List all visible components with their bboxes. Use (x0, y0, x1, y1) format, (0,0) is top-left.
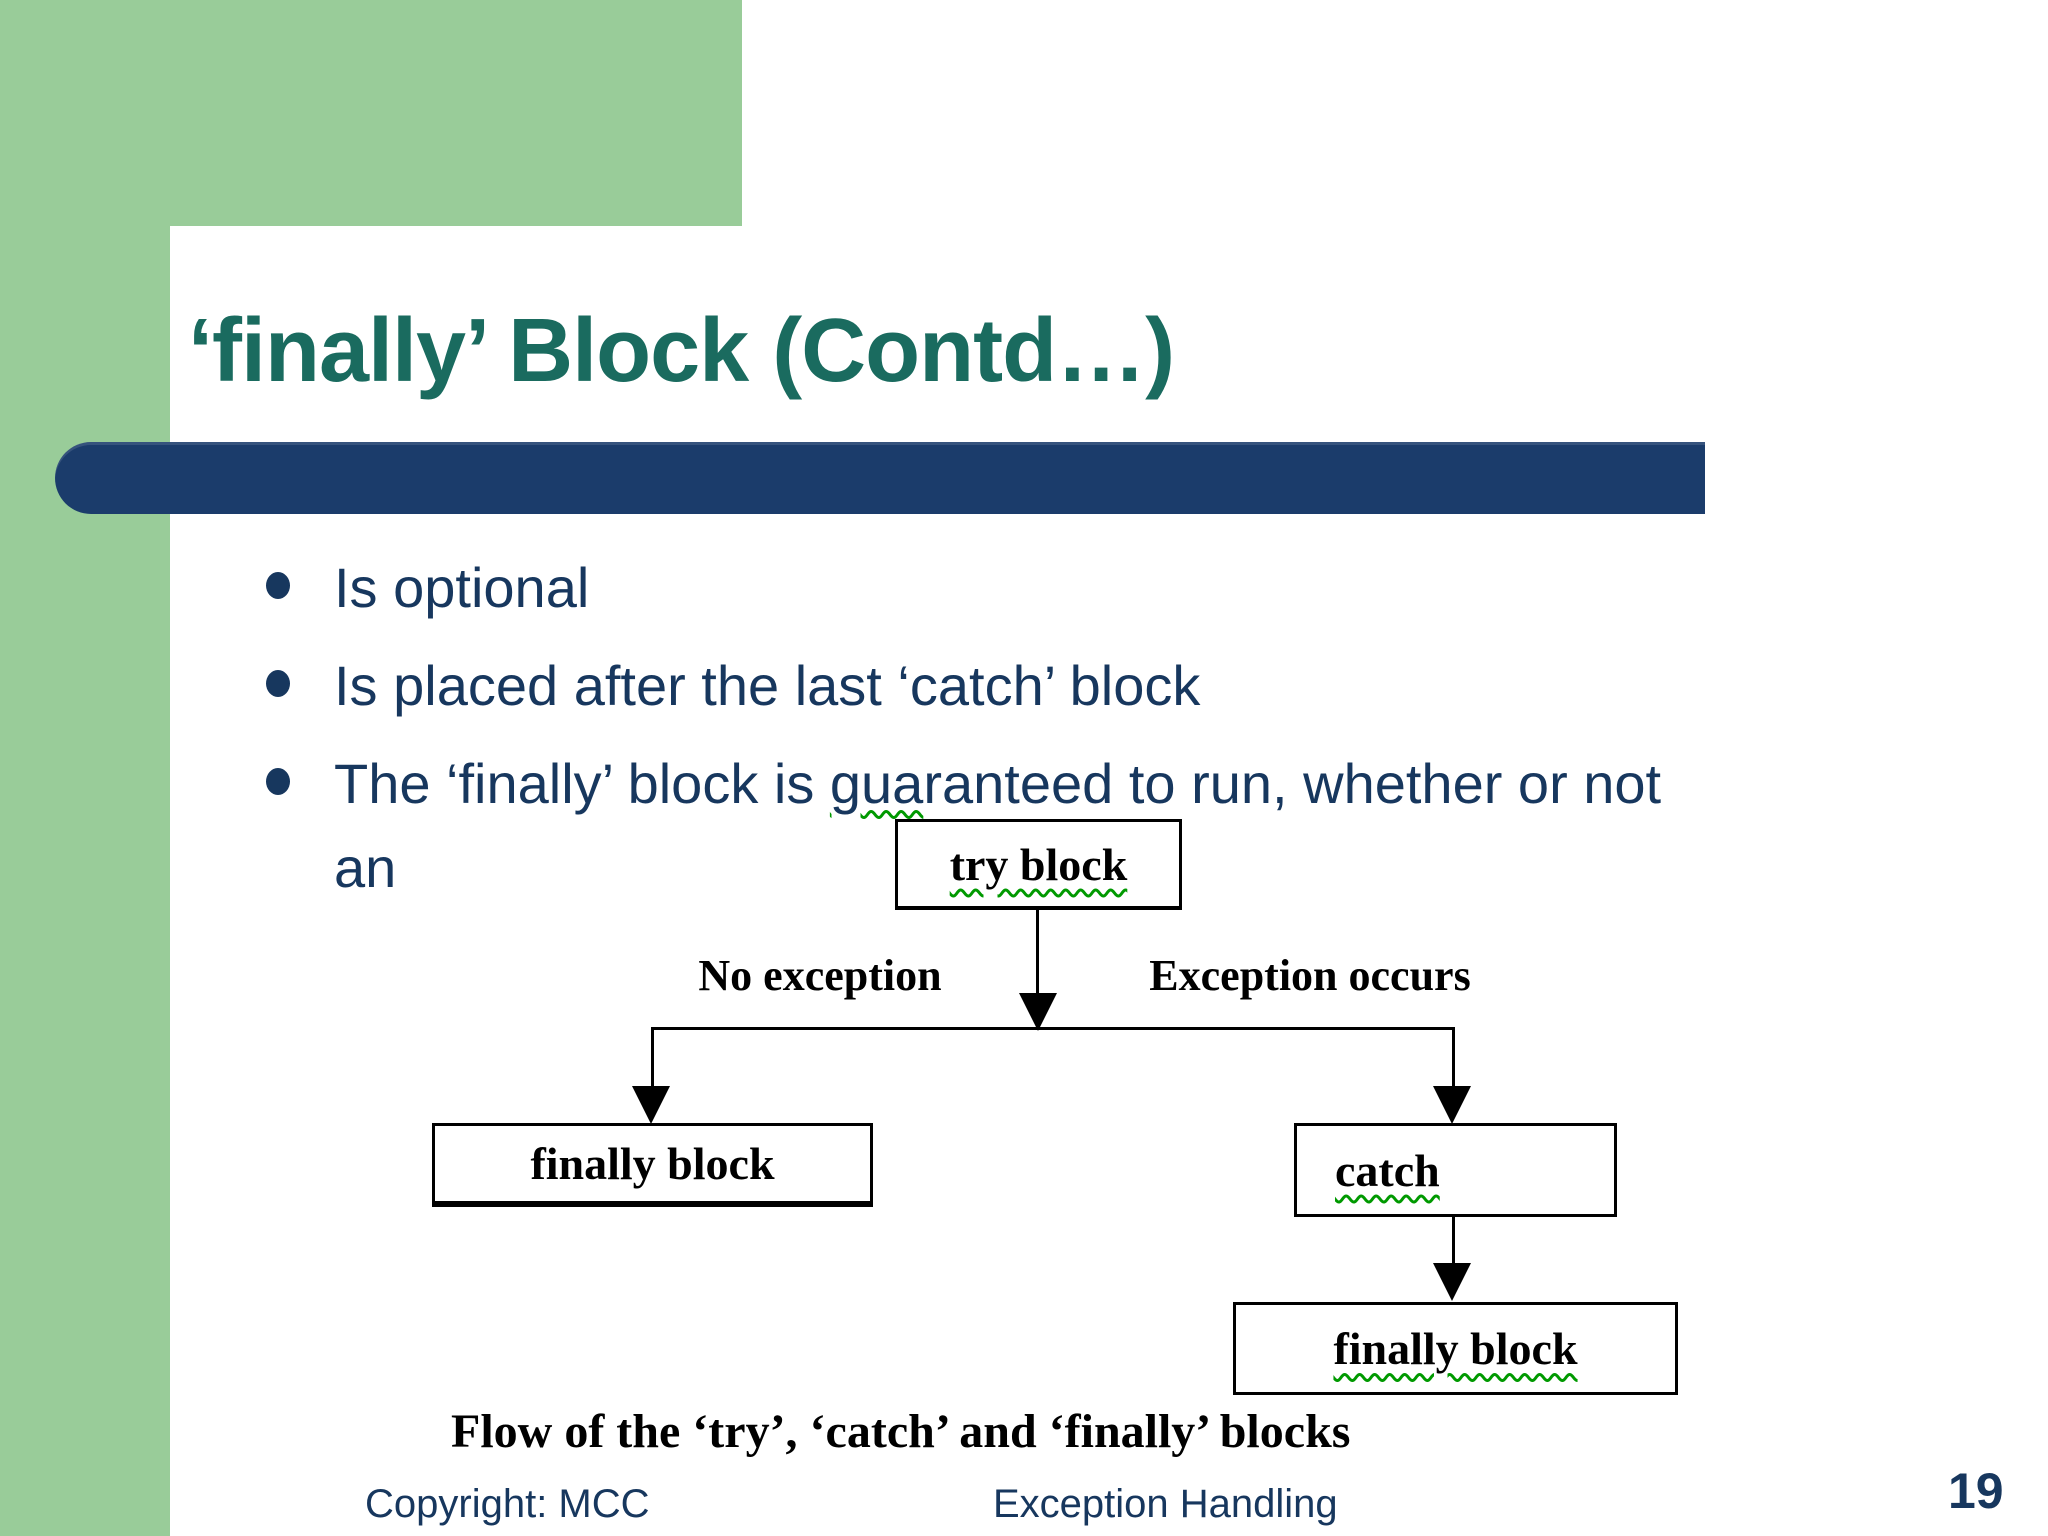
arrowhead-down-icon (632, 1086, 670, 1124)
page-title: ‘finally’ Block (Contd…) (188, 301, 1175, 401)
footer-copyright: Copyright: MCC (365, 1482, 650, 1526)
node-label: finally block (530, 1138, 775, 1189)
bullet-item-2: Is placed after the last ‘catch’ block (266, 644, 1200, 728)
arrowhead-down-icon (1019, 993, 1057, 1031)
bullet-icon (266, 572, 290, 599)
bullet-text-wrapped-line: an (334, 836, 397, 899)
node-label: catch (1335, 1144, 1440, 1196)
bullet-text-part: The ‘finally’ block is (334, 752, 830, 815)
bullet-icon (266, 670, 290, 697)
green-sidebar-shape (0, 0, 170, 1536)
bullet-item-1: Is optional (266, 546, 589, 630)
bullet-item-3: The ‘finally’ block is guaranteed to run… (266, 742, 1661, 910)
connector-line (1452, 1217, 1455, 1267)
node-finally-block-left: finally block (432, 1123, 873, 1207)
node-finally-block-bottom: finally block (1233, 1302, 1678, 1395)
node-catch: catch (1294, 1123, 1617, 1217)
bullet-text: Is optional (334, 556, 590, 619)
green-top-corner-shape (0, 0, 742, 226)
footer-center-text: Exception Handling (993, 1482, 1338, 1526)
bullet-text: Is placed after the last ‘catch’ block (334, 654, 1201, 717)
connector-line (651, 1027, 1455, 1030)
arrowhead-down-icon (1433, 1263, 1471, 1301)
spellcheck-squiggle-text: gua (829, 752, 924, 815)
connector-line (651, 1027, 654, 1091)
arrowhead-down-icon (1433, 1086, 1471, 1124)
diagram-caption: Flow of the ‘try’, ‘catch’ and ‘finally’… (451, 1405, 1351, 1458)
node-label: finally block (1333, 1323, 1578, 1374)
bullet-text: The ‘finally’ block is guaranteed to run… (334, 742, 1661, 910)
bullet-text-part: ranteed to run, whether or not (923, 752, 1662, 815)
branch-label-exception-occurs: Exception occurs (1149, 951, 1471, 1000)
page-number: 19 (1948, 1463, 2004, 1519)
node-try-block: try block (895, 819, 1182, 910)
bullet-icon (266, 768, 290, 795)
title-divider-bar (55, 442, 1705, 514)
branch-label-no-exception: No exception (698, 951, 942, 1000)
connector-line (1452, 1027, 1455, 1091)
node-label: try block (949, 838, 1128, 890)
connector-line (1036, 910, 1039, 1000)
